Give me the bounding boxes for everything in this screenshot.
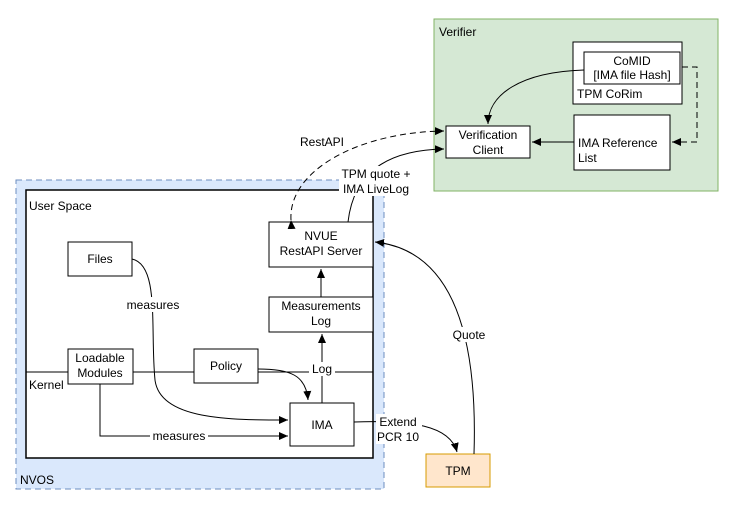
log-label: Log xyxy=(312,362,332,376)
edge-ima-to-tpm xyxy=(353,421,459,453)
edge-policy-to-ima xyxy=(257,368,312,401)
ima-label: IMA xyxy=(311,418,332,432)
verification-client-label-2: Client xyxy=(473,143,504,157)
measures-files-label-bg xyxy=(124,297,182,312)
loadable-modules-box xyxy=(67,348,134,385)
edge-restapi xyxy=(287,127,445,230)
verification-client-box xyxy=(445,125,531,159)
loadable-modules-label-1: Loadable xyxy=(75,351,125,365)
edge-files-to-ima xyxy=(131,258,289,424)
comid-ima-hash-label: [IMA file Hash] xyxy=(593,68,670,82)
loadable-modules-label-2: Modules xyxy=(77,366,122,380)
quote-label-bg xyxy=(449,327,489,342)
measures-files-label: measures xyxy=(127,298,180,312)
edge-modules-to-ima xyxy=(99,384,288,440)
restapi-server-label: RestAPI Server xyxy=(280,244,363,258)
tpm-quote-label-bg xyxy=(339,166,412,196)
verification-client-label-1: Verification xyxy=(459,128,518,142)
comid-label: CoMID xyxy=(613,54,651,68)
ima-reference-list-label-1: IMA Reference xyxy=(578,136,658,150)
extend-label-bg xyxy=(376,414,422,444)
measurements-log-label-2: Log xyxy=(311,314,331,328)
measures-modules-label: measures xyxy=(153,429,206,443)
comid-box xyxy=(583,51,681,85)
policy-box xyxy=(193,348,259,384)
edge-tpm-to-server xyxy=(374,238,475,455)
tpm-corim-label: TPM CoRim xyxy=(577,87,642,101)
ima-box xyxy=(289,402,355,447)
edge-comid-to-client xyxy=(484,69,585,125)
files-box xyxy=(67,241,133,277)
files-label: Files xyxy=(87,252,112,266)
ima-reference-list-label-2: List xyxy=(578,151,597,165)
extend-label-1: Extend xyxy=(379,415,416,429)
verifier-title: Verifier xyxy=(439,25,476,39)
edge-comid-to-reflist xyxy=(672,66,698,146)
ima-reference-list-box xyxy=(573,114,671,171)
tpm-quote-label-1: TPM quote + xyxy=(341,167,410,181)
nvos-title: NVOS xyxy=(20,473,54,487)
measures-modules-label-bg xyxy=(150,429,208,444)
measurements-log-label-1: Measurements xyxy=(281,299,360,313)
tpm-quote-label-2: IMA LiveLog xyxy=(343,182,409,196)
log-label-bg xyxy=(309,362,335,376)
quote-label: Quote xyxy=(453,328,486,342)
tpm-box xyxy=(425,453,491,488)
measurements-log-box xyxy=(268,296,374,333)
user-space-label: User Space xyxy=(29,199,92,213)
policy-label: Policy xyxy=(210,359,242,373)
extend-label-2: PCR 10 xyxy=(377,430,419,444)
nvue-label: NVUE xyxy=(304,229,337,243)
kernel-label: Kernel xyxy=(29,378,64,392)
restapi-label: RestAPI xyxy=(300,135,344,149)
nvue-restapi-server-box xyxy=(268,221,374,268)
tpm-label: TPM xyxy=(445,464,470,478)
restapi-label-bg xyxy=(298,134,346,149)
